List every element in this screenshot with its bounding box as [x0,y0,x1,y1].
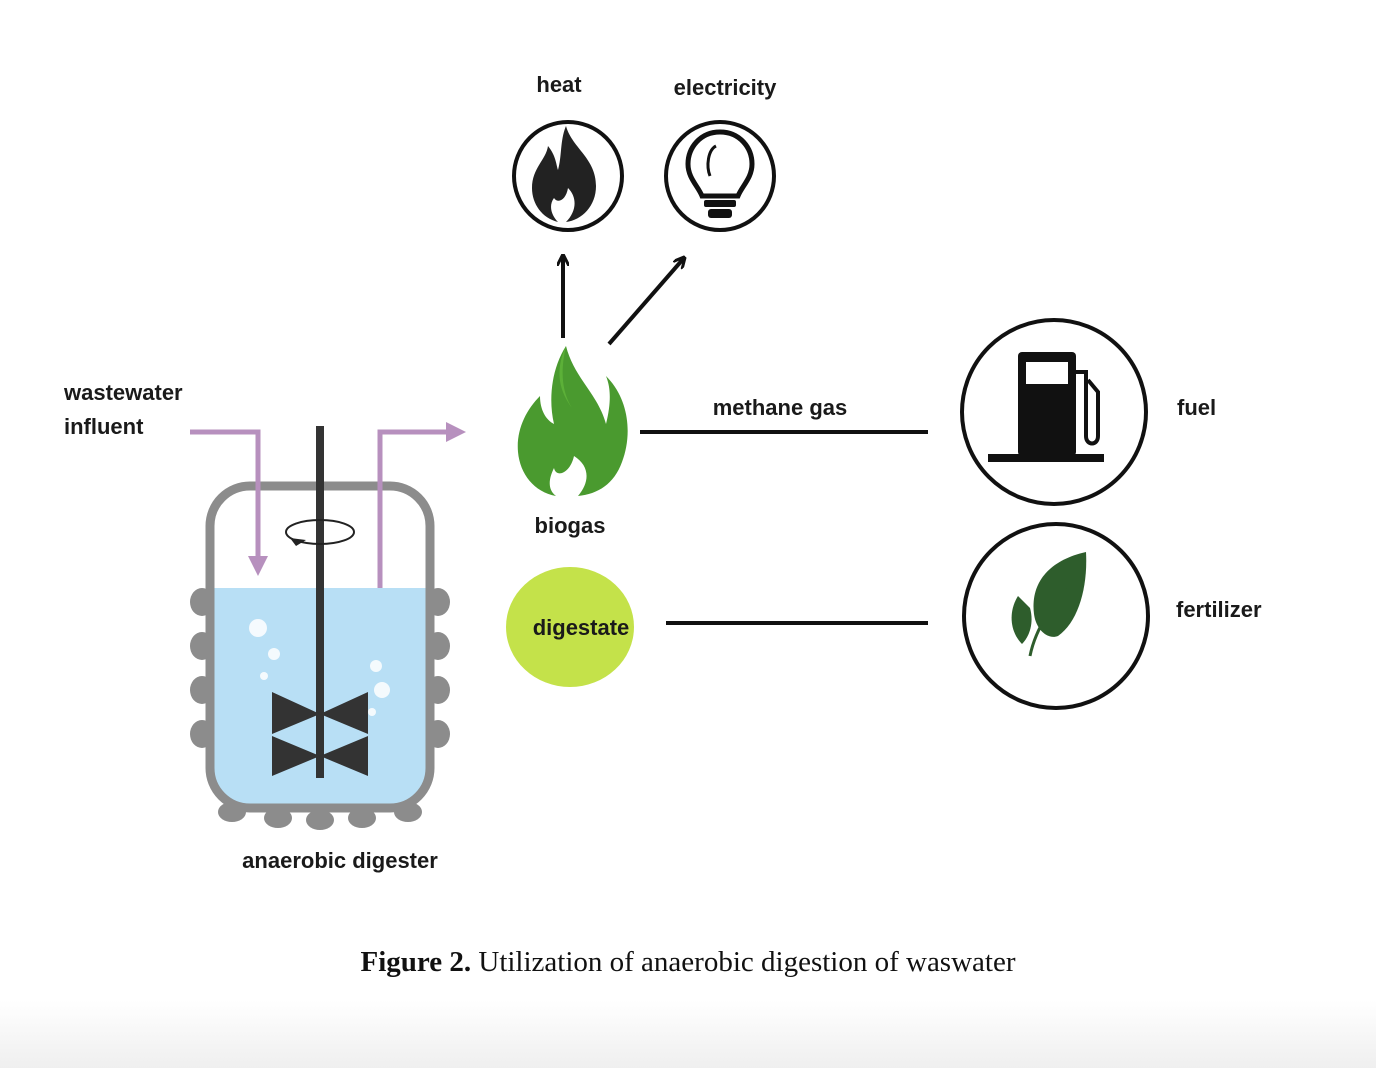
digestate-blob [506,567,634,687]
heat-label: heat [536,72,582,97]
green-flame-icon [517,346,628,496]
arrow-to-electricity [607,258,684,346]
biogas-label: biogas [535,513,606,538]
fertilizer-node [962,522,1150,710]
digestate-label: digestate [533,615,630,640]
fertilizer-label: fertilizer [1176,597,1262,622]
fuel-pump-icon [988,352,1104,462]
fuel-label: fuel [1177,395,1216,420]
fuel-node [960,318,1148,506]
anaerobic-digester-label: anaerobic digester [242,848,438,873]
influent-label: influent [64,414,144,439]
figure-caption-text: Utilization of anaerobic digestion of wa… [471,946,1016,978]
stirrer-shaft [316,426,324,778]
anaerobic-digester [190,426,450,830]
impeller-blades [272,692,368,776]
wastewater-label: wastewater [63,380,183,405]
electricity-label: electricity [674,75,777,100]
bubbles [249,619,390,716]
methane-gas-label: methane gas [713,395,848,420]
electricity-node [664,120,776,232]
fire-icon [532,126,596,222]
page-bottom-fade [0,1000,1376,1068]
biogas-outlet-pipe [377,422,466,588]
figure-caption: Figure 2. Utilization of anaerobic diges… [0,946,1376,979]
leaf-icon [1011,552,1087,657]
heat-node [512,120,624,232]
lightbulb-icon [685,129,755,218]
rotation-arrow-icon [285,519,355,546]
influent-pipe [190,429,268,576]
figure-caption-prefix: Figure 2. [360,946,472,978]
